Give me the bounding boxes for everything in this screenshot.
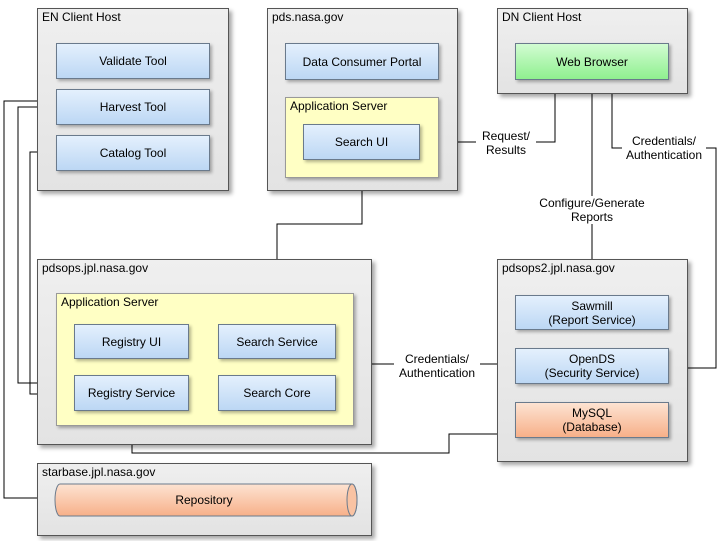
harvest-tool[interactable]: Harvest Tool	[56, 89, 210, 125]
registry-service[interactable]: Registry Service	[74, 375, 189, 411]
validate-tool[interactable]: Validate Tool	[56, 43, 210, 79]
request-results-line2: Results	[485, 143, 526, 157]
starbase-host-label: starbase.jpl.nasa.gov	[42, 465, 156, 479]
configure-reports-label: Configure/Generate Reports	[536, 196, 648, 224]
credentials-mid-line1: Credentials/	[404, 352, 470, 366]
credentials-top-line1: Credentials/	[631, 134, 697, 148]
registry-service-label: Registry Service	[87, 386, 176, 400]
pds-host-label: pds.nasa.gov	[272, 10, 344, 24]
search-core[interactable]: Search Core	[218, 375, 336, 411]
web-browser[interactable]: Web Browser	[515, 43, 669, 80]
configure-reports-line2: Reports	[570, 210, 614, 224]
credentials-mid-line2: Authentication	[398, 366, 476, 380]
search-ui-label: Search UI	[334, 135, 389, 149]
opends-label: OpenDS	[568, 352, 616, 366]
search-ui[interactable]: Search UI	[303, 124, 420, 160]
catalog-tool-label: Catalog Tool	[99, 146, 167, 160]
catalog-tool[interactable]: Catalog Tool	[56, 135, 210, 171]
search-core-label: Search Core	[243, 386, 311, 400]
en-client-host-label: EN Client Host	[42, 10, 121, 24]
search-service-label: Search Service	[236, 334, 318, 349]
repository-cylinder-icon	[54, 483, 358, 517]
credentials-top-line2: Authentication	[625, 148, 703, 162]
credentials-top-label: Credentials/ Authentication	[622, 134, 706, 162]
sawmill-label: Sawmill	[571, 298, 613, 313]
mysql-database[interactable]: MySQL (Database)	[515, 402, 669, 438]
pdsops-application-server-label: Application Server	[61, 295, 159, 309]
search-service[interactable]: Search Service	[218, 324, 336, 359]
opends-security-service[interactable]: OpenDS (Security Service)	[515, 348, 669, 384]
data-consumer-portal[interactable]: Data Consumer Portal	[285, 43, 439, 80]
data-consumer-portal-label: Data Consumer Portal	[302, 54, 422, 69]
web-browser-label: Web Browser	[556, 54, 628, 69]
request-results-line1: Request/	[481, 129, 531, 143]
pds-application-server-label: Application Server	[290, 99, 388, 113]
pdsops-host-label: pdsops.jpl.nasa.gov	[42, 261, 149, 275]
sawmill-report-service[interactable]: Sawmill (Report Service)	[515, 295, 669, 330]
repository[interactable]: Repository	[57, 484, 351, 516]
credentials-mid-label: Credentials/ Authentication	[394, 352, 480, 380]
harvest-tool-label: Harvest Tool	[99, 100, 167, 114]
registry-ui-label: Registry UI	[101, 334, 162, 349]
request-results-label: Request/ Results	[476, 129, 536, 157]
configure-reports-line1: Configure/Generate	[539, 196, 645, 210]
opends-sublabel: (Security Service)	[544, 366, 640, 380]
validate-tool-label: Validate Tool	[99, 54, 167, 68]
mysql-sublabel: (Database)	[562, 420, 622, 434]
registry-ui[interactable]: Registry UI	[74, 324, 189, 359]
pdsops2-host-label: pdsops2.jpl.nasa.gov	[502, 261, 615, 275]
mysql-label: MySQL	[571, 406, 612, 420]
repository-label: Repository	[175, 493, 233, 507]
sawmill-sublabel: (Report Service)	[548, 312, 636, 327]
dn-client-host-label: DN Client Host	[502, 10, 582, 24]
